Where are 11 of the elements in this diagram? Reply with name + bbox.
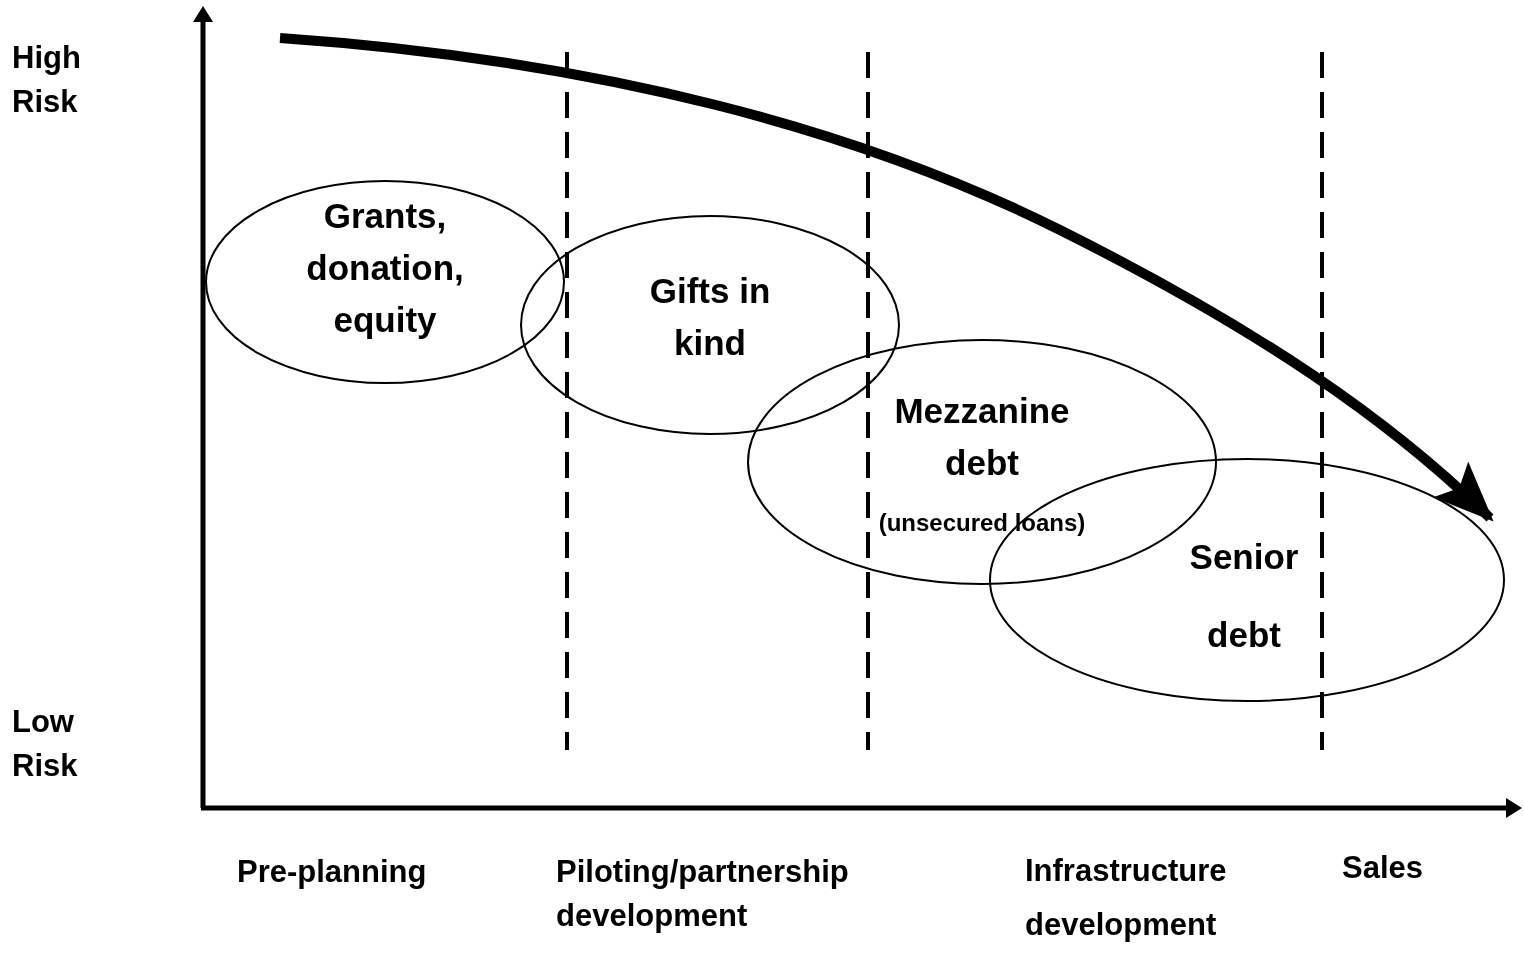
axis-label: Low Risk [12,703,79,785]
stage-label: Sales [1342,849,1424,887]
stage-label: Pre-planning [237,853,428,891]
funding-type-label: Senior debt [1188,536,1300,656]
funding-type-label: Grants, donation, equity [305,195,465,341]
axis-label: High Risk [12,39,82,121]
stage-label: Piloting/partnership development [556,853,850,935]
stage-label: Infrastructure development [1025,852,1228,944]
funding-type-label: Gifts in kind [648,270,772,364]
oval-region [205,180,565,384]
funding-type-label: Mezzanine debt [893,390,1071,484]
